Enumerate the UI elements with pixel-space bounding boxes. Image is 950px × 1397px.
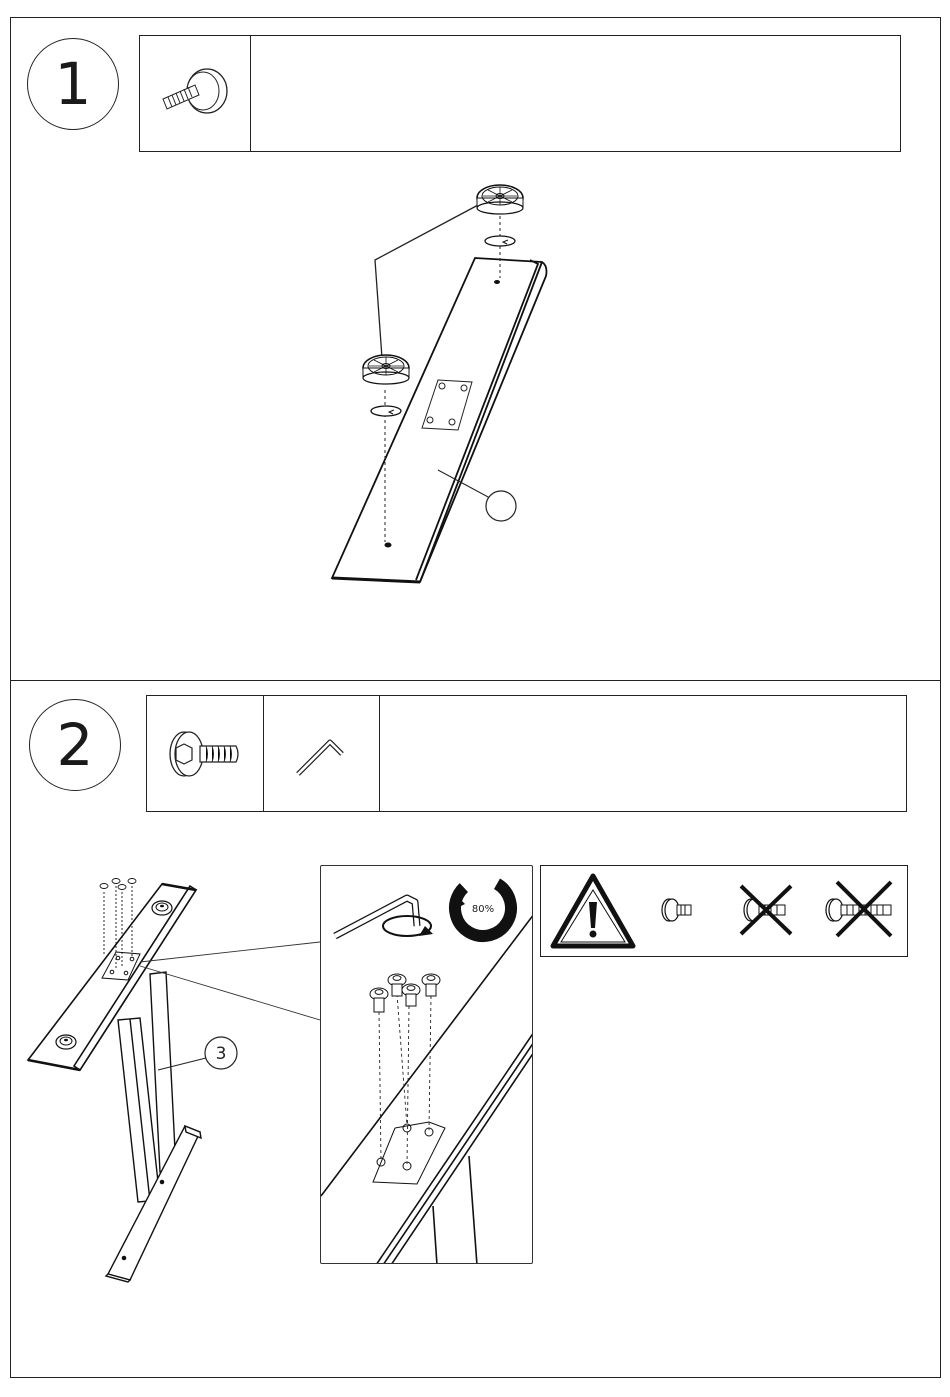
step-divider <box>10 680 941 681</box>
detail-drawing: 80% <box>321 866 533 1264</box>
step-2-part-key-cell <box>264 696 380 811</box>
allen-key-rotation-icon <box>335 898 433 936</box>
beam-foot-top <box>152 901 172 915</box>
step-1-drawing <box>320 180 560 590</box>
hex-socket-bolt-icon <box>162 719 248 789</box>
bolt-wrong-long-icon <box>826 882 891 936</box>
step-2-parts-box <box>146 695 907 812</box>
step-1-notes-cell <box>251 36 900 151</box>
step-2-number-text: 2 <box>57 711 94 779</box>
beam-foot-bottom <box>56 1035 76 1049</box>
leveling-foot-icon <box>155 59 235 129</box>
detail-bolts <box>370 974 440 1012</box>
warning-drawing <box>541 866 907 956</box>
warning-triangle-icon <box>553 876 633 946</box>
leveling-foot-top <box>477 185 523 246</box>
detail-mount-plate <box>373 1122 445 1184</box>
step-1-parts-box <box>139 35 901 152</box>
step-1-number: 1 <box>27 38 119 130</box>
callout-circle-empty <box>486 491 516 521</box>
leveling-foot-bottom <box>363 355 409 416</box>
callout-3-label: 3 <box>216 1044 227 1064</box>
step-2-number: 2 <box>29 699 121 791</box>
tighten-percent-label: 80% <box>472 904 494 915</box>
allen-key-icon <box>292 724 352 784</box>
beam-hole-bottom <box>385 543 392 548</box>
step-1-part-cell <box>140 36 251 151</box>
step-1-number-text: 1 <box>55 50 92 118</box>
beam-hole-top <box>494 280 500 284</box>
step-2-drawing: 3 <box>20 870 320 1290</box>
bolt-wrong-medium-icon <box>741 886 791 934</box>
bolt-correct-icon <box>662 899 691 921</box>
tighten-80-percent-icon: 80% <box>445 870 521 946</box>
step-2-notes-cell <box>380 696 906 811</box>
warning-box <box>540 865 908 957</box>
step-2-part-bolt-cell <box>147 696 264 811</box>
detail-zoom-box: 80% <box>320 865 533 1264</box>
